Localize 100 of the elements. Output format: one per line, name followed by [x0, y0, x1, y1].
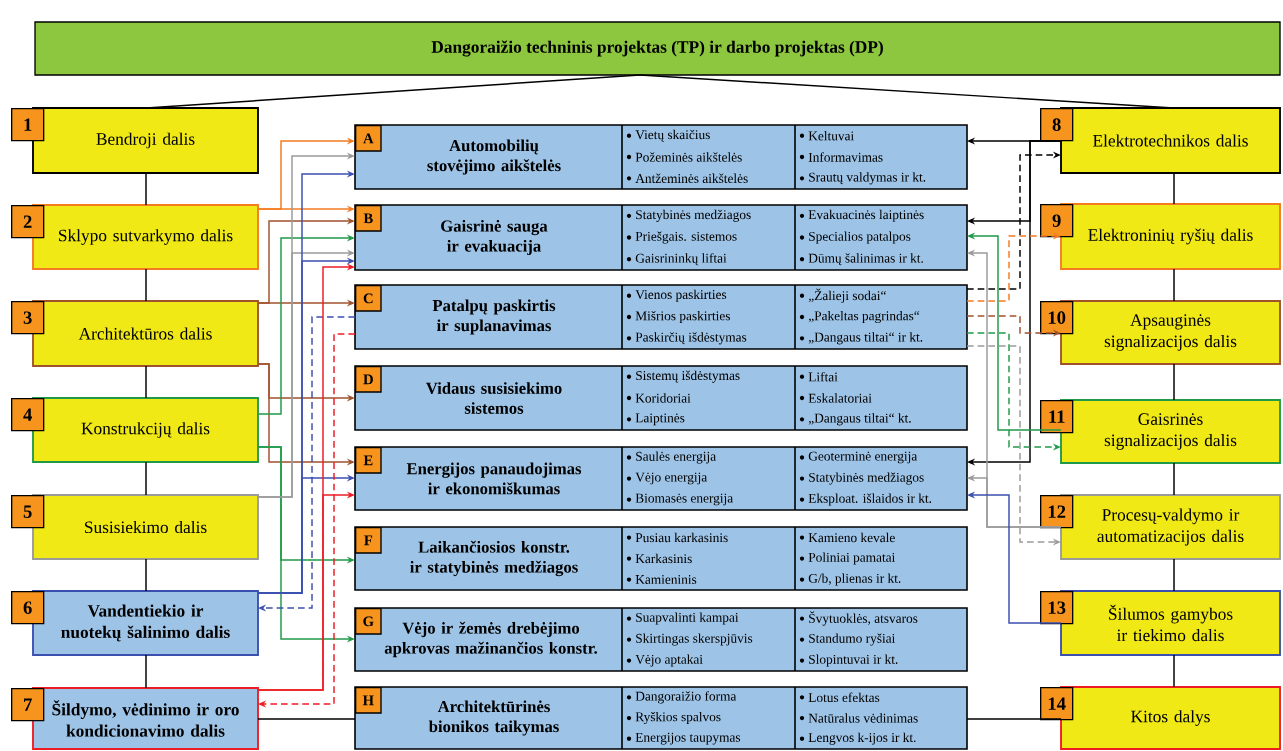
topic-title: Vidaus susisiekimo sistemos: [425, 382, 562, 414]
list-item: Informavimas: [799, 152, 883, 162]
topic-title: Architektūrinės bionikos taikymas: [428, 700, 559, 736]
list-item: Koridoriai: [626, 393, 691, 403]
list-item: „Dangaus tiltai“ ir kt.: [799, 332, 923, 345]
list-item: Priešgais. sistemos: [626, 231, 737, 244]
list-item: Poliniai pamatai: [799, 552, 896, 565]
part-box: Procesų-valdymo ir automatizacijos dalis 12: [1040, 494, 1281, 560]
number-badge: 11: [1040, 400, 1074, 434]
topic-row: [354, 204, 968, 271]
part-box: Elektrotechnikos dalis 8: [1040, 107, 1281, 174]
connector-line: [145, 74, 641, 109]
list-item: Pusiau karkasinis: [626, 532, 728, 543]
list-item: Dangoraižio forma: [626, 691, 737, 704]
number-badge: 3: [11, 301, 45, 335]
topic-title: Laikančiosios konstr. ir statybinės medžiagos: [410, 540, 578, 577]
part-box: Šildymo, vėdinimo ir oro kondicionavimo dalis 7: [11, 687, 259, 750]
topic-title: Energijos panaudojimas ir ekonomiškumas: [406, 462, 582, 495]
list-item: Eksploat. išlaidos ir kt.: [799, 493, 932, 506]
topic-row: [354, 446, 968, 511]
number-badge: 12: [1040, 495, 1074, 529]
number-badge: 7: [11, 688, 45, 722]
topic-title: Gaisrinė sauga ir evakuacija: [441, 219, 548, 256]
list-item: Švytuoklės, atsvaros: [799, 611, 918, 626]
list-item: Paskirčių išdėstymas: [626, 332, 747, 345]
part-box: Bendroji dalis 1: [11, 107, 259, 174]
list-item: Keltuvai: [799, 131, 854, 141]
connector-line: [145, 268, 147, 302]
list-item: Energijos taupymas: [626, 732, 741, 745]
part-box: Elektroninių ryšių dalis 9: [1040, 203, 1281, 270]
number-badge: 2: [11, 205, 45, 239]
number-badge: 5: [11, 495, 45, 529]
number-badge: 4: [11, 398, 45, 432]
list-item: Vienos paskirties: [626, 289, 727, 302]
list-item: Ryškios spalvos: [626, 711, 721, 725]
list-item: Liftai: [799, 371, 838, 382]
list-item: Gaisrininkų liftai: [626, 253, 727, 266]
topic-row: [354, 365, 968, 431]
connector-line: [1173, 268, 1175, 302]
list-item: Biomasės energija: [626, 493, 733, 506]
list-item: Sistemų išdėstymas: [626, 370, 740, 383]
topic-row: [354, 526, 968, 591]
part-box: Konstrukcijų dalis 4: [11, 397, 259, 463]
connector-line: [145, 654, 147, 689]
list-item: Suapvalinti kampai: [626, 612, 739, 625]
letter-badge: C: [355, 285, 382, 312]
list-item: Specialios patalpos: [799, 231, 911, 244]
connector-line: [1173, 363, 1175, 401]
list-item: „Pakeltas pagrindas“: [799, 310, 920, 324]
connector-line: [1173, 462, 1175, 496]
connector-line: [1173, 654, 1175, 688]
letter-badge: D: [355, 366, 382, 393]
letter-badge: G: [355, 608, 382, 635]
title-box: Dangoraižio techninis projektas (TP) ir darbo projektas (DP): [34, 21, 1281, 76]
connector-line: [1173, 558, 1175, 592]
number-badge: 13: [1040, 591, 1074, 625]
list-item: Skirtingas skerspjūvis: [626, 633, 753, 646]
list-item: Karkasinis: [626, 553, 692, 564]
list-item: Eskalatoriai: [799, 393, 872, 403]
connector-line: [257, 718, 356, 720]
number-badge: 9: [1040, 204, 1074, 238]
part-box: Sklypo sutvarkymo dalis 2: [11, 204, 259, 270]
list-item: Kamieno kevale: [799, 532, 895, 543]
number-badge: 10: [1040, 301, 1074, 335]
number-badge: 1: [11, 108, 45, 142]
topic-title: Patalpų paskirtis ir suplanavimas: [432, 299, 556, 335]
letter-badge: H: [355, 687, 382, 714]
part-box: Kitos dalys 14: [1040, 686, 1281, 750]
list-item: Mišrios paskirties: [626, 310, 730, 324]
topic-row: [354, 284, 968, 350]
list-item: Antžeminės aikštelės: [626, 173, 748, 183]
list-item: Požeminės aikštelės: [626, 152, 742, 162]
letter-badge: F: [355, 527, 382, 554]
topic-title: Vėjo ir žemės drebėjimo apkrovas mažinančios konstr.: [384, 621, 597, 658]
list-item: G/b, plienas ir kt.: [799, 573, 901, 586]
connector-line: [145, 172, 147, 206]
list-item: „Žalieji sodai“: [799, 288, 886, 303]
connector-line: [145, 461, 147, 496]
list-item: Laiptinės: [626, 413, 685, 426]
connector-line: [639, 74, 1175, 109]
number-badge: 6: [11, 591, 45, 625]
list-item: Evakuacinės laiptinės: [799, 209, 924, 222]
part-box: Gaisrinės signalizacijos dalis 11: [1040, 399, 1281, 464]
list-item: Slopintuvai ir kt.: [799, 654, 898, 667]
connector-line: [145, 558, 147, 592]
list-item: Statybinės medžiagos: [626, 209, 751, 222]
list-item: Vietų skaičius: [626, 129, 710, 142]
list-item: „Dangaus tiltai“ kt.: [799, 413, 911, 426]
topic-title: Automobilių stovėjimo aikštelės: [427, 139, 561, 175]
list-item: Srautų valdymas ir kt.: [799, 172, 926, 185]
topic-row: [354, 607, 968, 672]
list-item: Vėjo aptakai: [626, 654, 703, 667]
list-item: Kamieninis: [626, 575, 697, 584]
part-box: Susisiekimo dalis 5: [11, 494, 259, 560]
letter-badge: E: [355, 447, 382, 474]
topic-row: [354, 686, 968, 750]
number-badge: 14: [1040, 687, 1074, 721]
connector-line: [1173, 172, 1175, 205]
list-item: Standumo ryšiai: [799, 633, 896, 646]
letter-badge: B: [355, 205, 382, 232]
